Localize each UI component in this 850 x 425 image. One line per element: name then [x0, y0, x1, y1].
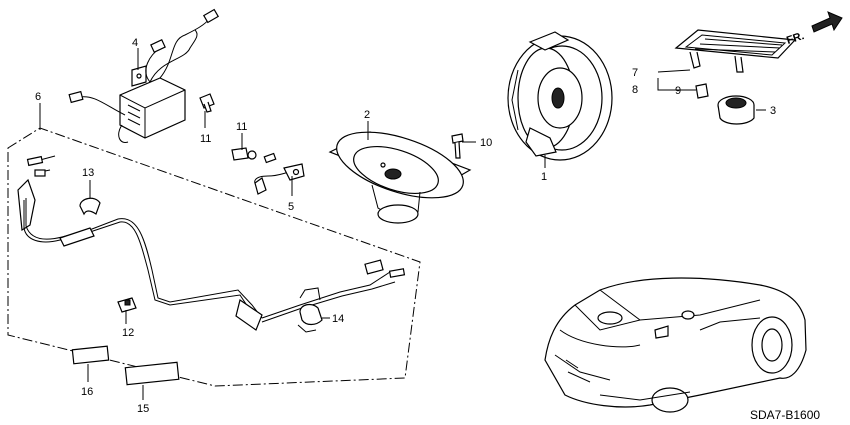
callout-7: 7	[632, 67, 638, 79]
callout-1: 1	[541, 171, 547, 183]
callout-6: 6	[35, 91, 41, 103]
tweeter	[717, 95, 755, 125]
vehicle-location-view	[544, 277, 807, 413]
callout-5: 5	[288, 201, 294, 213]
tape-16	[71, 345, 110, 365]
grommet-lower	[231, 147, 257, 161]
callout-10: 10	[480, 137, 492, 149]
callout-13: 13	[82, 167, 94, 179]
front-direction-arrow: FR.	[785, 11, 843, 47]
callout-11-upper: 11	[200, 133, 211, 145]
callout-3: 3	[770, 105, 776, 117]
callout-2: 2	[364, 109, 370, 121]
speaker-round	[507, 31, 613, 161]
callout-9: 9	[675, 85, 681, 97]
cable-harness	[17, 155, 406, 331]
clip-12	[117, 297, 137, 313]
direction-label: FR.	[785, 30, 806, 47]
callout-8: 8	[632, 84, 638, 96]
tape-15	[124, 361, 180, 386]
lead-wire	[254, 152, 305, 195]
diagram-code: SDA7-B1600	[750, 408, 820, 422]
bolt-upper	[199, 93, 215, 113]
callout-11-lower: 11	[236, 121, 247, 133]
clip	[695, 83, 709, 99]
screw	[451, 133, 464, 159]
callout-labels: 1 2 3 4 5 6 7 8 9 10 11 11 12 13 14 15 1…	[35, 37, 776, 415]
leader-lines	[39, 48, 766, 400]
callout-14: 14	[332, 313, 344, 325]
speaker-oval	[328, 131, 472, 224]
tweeter-grille	[674, 29, 797, 73]
callout-4: 4	[132, 37, 138, 49]
amplifier-unit	[68, 8, 220, 144]
clamp-13	[79, 197, 101, 216]
callout-12: 12	[122, 327, 134, 339]
callout-15: 15	[137, 403, 149, 415]
clamp-14	[297, 303, 323, 333]
callout-16: 16	[81, 386, 93, 398]
